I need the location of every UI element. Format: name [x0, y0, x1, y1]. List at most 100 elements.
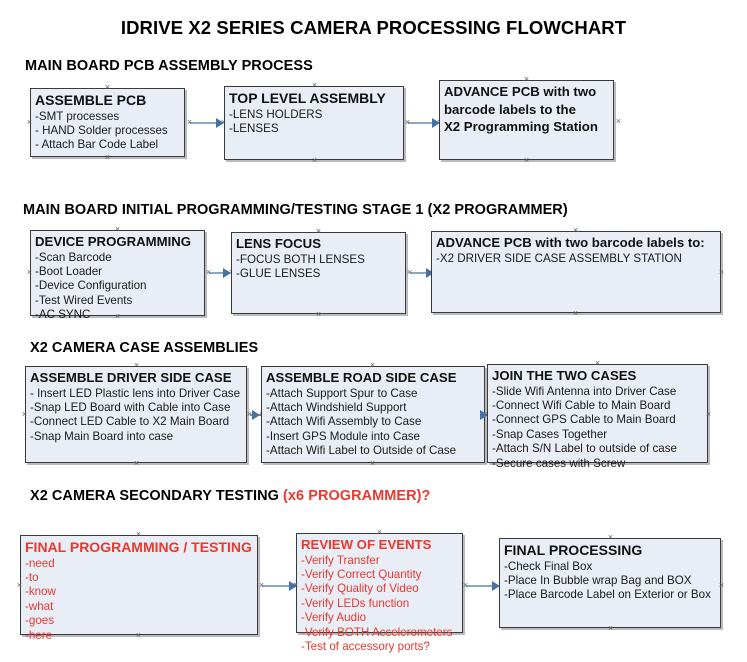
box-line: -Snap Cases Together [492, 427, 608, 441]
section-heading-4: X2 CAMERA SECONDARY TESTING (x6 PROGRAMM… [30, 488, 430, 504]
box-title: DEVICE PROGRAMMING [35, 234, 192, 249]
box-line: -Device Configuration [35, 279, 147, 293]
section-heading-4-accent: (x6 PROGRAMMER)? [283, 488, 431, 504]
box-top-level-assembly[interactable]: TOP LEVEL ASSEMBLY -LENS HOLDERS -LENSES [224, 86, 404, 160]
handle-x[interactable] [133, 362, 140, 369]
handle-x[interactable] [104, 154, 111, 161]
box-line: -Insert GPS Module into Case [266, 429, 421, 443]
box-title: REVIEW OF EVENTS [301, 537, 432, 552]
handle-x[interactable] [133, 460, 140, 467]
box-line: -Verify Transfer [301, 553, 380, 567]
handle-x[interactable] [376, 529, 383, 536]
handle-x[interactable] [315, 228, 322, 235]
box-assemble-driver-side-case[interactable]: ASSEMBLE DRIVER SIDE CASE - Insert LED P… [25, 366, 247, 463]
box-advance-pcb-driver-side[interactable]: ADVANCE PCB with two barcode labels to: … [431, 231, 721, 313]
box-line: -what [25, 599, 54, 613]
box-line: -Secure cases with Screw [492, 456, 626, 470]
handle-x[interactable] [404, 119, 411, 126]
handle-x[interactable] [462, 582, 469, 589]
box-device-programming[interactable]: DEVICE PROGRAMMING -Scan Barcode -Boot L… [30, 230, 205, 321]
box-line: -Verify LEDs function [301, 596, 410, 610]
box-line: -LENS HOLDERS [229, 107, 323, 121]
handle-x[interactable] [615, 118, 622, 125]
box-line: -Snap Main Board into case [30, 429, 174, 443]
box-line: -SMT processes [35, 109, 120, 123]
handle-x[interactable] [406, 269, 413, 276]
box-line: -Connect GPS Cable to Main Board [492, 413, 676, 427]
box-line: -Snap LED Board with Cable into Case [30, 400, 231, 414]
handle-x[interactable] [311, 157, 318, 164]
section-heading-2-text: MAIN BOARD INITIAL PROGRAMMING/TESTING S… [23, 202, 568, 218]
box-line: -Verify Audio [301, 611, 367, 625]
handle-x[interactable] [523, 76, 530, 83]
handle-x[interactable] [594, 360, 601, 367]
handle-x[interactable] [572, 227, 579, 234]
handle-x[interactable] [26, 269, 33, 276]
box-title: JOIN THE TWO CASES [492, 368, 637, 383]
box-line: -Attach Support Spur to Case [266, 386, 418, 400]
box-line: -Place Barcode Label on Exterior or Box [504, 588, 711, 602]
handle-x[interactable] [594, 460, 601, 467]
connector-line [466, 585, 500, 587]
handle-x[interactable] [718, 582, 725, 589]
handle-x[interactable] [607, 625, 614, 632]
handle-x[interactable] [315, 311, 322, 318]
box-line: -Connect LED Cable to X2 Main Board [30, 415, 230, 429]
box-assemble-pcb[interactable]: ASSEMBLE PCB -SMT processes - HAND Solde… [30, 88, 185, 157]
handle-x[interactable] [292, 582, 299, 589]
handle-x[interactable] [705, 411, 712, 418]
box-title: ASSEMBLE DRIVER SIDE CASE [30, 370, 232, 385]
box-line: -Attach S/N Label to outside of case [492, 442, 677, 456]
box-join-the-two-cases[interactable]: JOIN THE TWO CASES -Slide Wifi Antenna i… [487, 364, 708, 470]
handle-x[interactable] [572, 310, 579, 317]
box-line: -Slide Wifi Antenna into Driver Case [492, 384, 677, 398]
handle-x[interactable] [186, 119, 193, 126]
box-line: -LENSES [229, 121, 279, 135]
connector-line [190, 122, 222, 124]
handle-x[interactable] [16, 582, 23, 589]
section-heading-4-text: X2 CAMERA SECONDARY TESTING [30, 488, 284, 504]
connector-line [262, 585, 295, 587]
handle-x[interactable] [26, 119, 33, 126]
box-line: -FOCUS BOTH LENSES [236, 252, 365, 266]
handle-x[interactable] [135, 632, 142, 639]
handle-x[interactable] [21, 411, 28, 418]
box-line: -Scan Barcode [35, 250, 112, 264]
box-line: -AC SYNC [35, 308, 91, 322]
box-review-of-events[interactable]: REVIEW OF EVENTS -Verify Transfer -Verif… [296, 533, 463, 653]
connector-arrowhead [492, 581, 500, 591]
box-title: LENS FOCUS [236, 236, 321, 251]
box-lens-focus[interactable]: LENS FOCUS -FOCUS BOTH LENSES -GLUE LENS… [231, 232, 406, 314]
box-line: -Attach Wifi Label to Outside of Case [266, 444, 457, 458]
box-final-processing[interactable]: FINAL PROCESSING -Check Final Box -Place… [499, 538, 721, 628]
box-line: -Attach Wifi Assembly to Case [266, 415, 422, 429]
box-line: -need [25, 556, 55, 570]
handle-x[interactable] [135, 531, 142, 538]
box-line-overflow: -Test of accessory ports? [301, 639, 430, 653]
box-line: -Verify Quality of Video [301, 582, 419, 596]
connector-line [410, 272, 432, 274]
handle-x[interactable] [718, 269, 725, 276]
handle-x[interactable] [205, 269, 212, 276]
handle-x[interactable] [376, 630, 383, 637]
handle-x[interactable] [258, 582, 265, 589]
handle-x[interactable] [523, 157, 530, 164]
box-line: -X2 DRIVER SIDE CASE ASSEMBLY STATION [436, 251, 682, 265]
section-heading-3: X2 CAMERA CASE ASSEMBLIES [30, 340, 258, 356]
handle-x[interactable] [607, 534, 614, 541]
box-line: -here [25, 628, 53, 642]
box-advance-pcb-programming-station[interactable]: ADVANCE PCB with two barcode labels to t… [439, 80, 614, 160]
box-line: -goes [25, 614, 55, 628]
handle-x[interactable] [246, 411, 253, 418]
box-title: ASSEMBLE ROAD SIDE CASE [266, 370, 457, 385]
box-final-programming-testing[interactable]: FINAL PROGRAMMING / TESTING -need -to -k… [20, 535, 258, 642]
handle-x[interactable] [114, 226, 121, 233]
handle-x[interactable] [369, 460, 376, 467]
box-title: X2 Programming Station [444, 119, 598, 134]
box-assemble-road-side-case[interactable]: ASSEMBLE ROAD SIDE CASE -Attach Support … [261, 366, 485, 463]
handle-x[interactable] [311, 82, 318, 89]
handle-x[interactable] [104, 84, 111, 91]
handle-x[interactable] [114, 313, 121, 320]
handle-x[interactable] [369, 362, 376, 369]
